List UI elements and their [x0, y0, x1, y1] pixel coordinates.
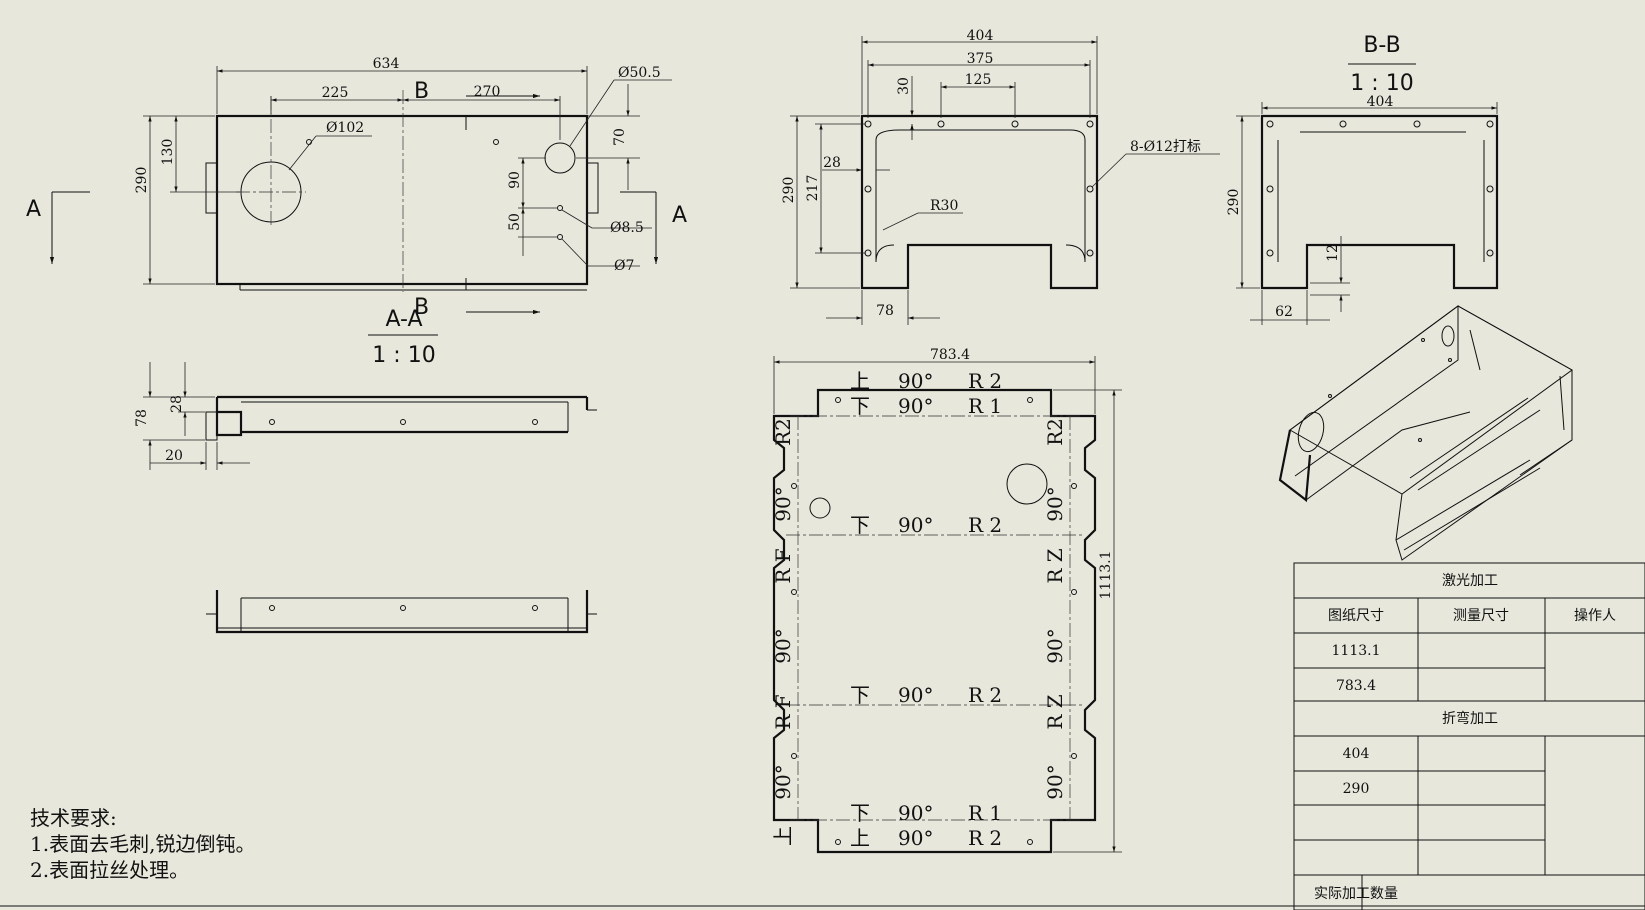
section-mark-b-top: B — [414, 79, 429, 104]
section-aa-scale: 1 : 10 — [372, 343, 435, 368]
flat-dim-width: 783.4 — [930, 347, 970, 363]
end-dim-290: 290 — [781, 177, 797, 204]
end-holes-note: 8-Ø12打标 — [1130, 138, 1201, 155]
top-hole-icon — [544, 142, 576, 174]
end-view: 404 375 125 30 290 217 28 78 — [781, 28, 1220, 325]
flat-side-up-left: 上 — [771, 826, 795, 846]
section-mark-a-right: A — [672, 203, 687, 228]
end-dim-28: 28 — [823, 155, 841, 171]
bend-top2-radius: R 1 — [968, 394, 1002, 418]
bend-bot2-angle: 90° — [898, 826, 933, 850]
bend-mid2-dir: 下 — [850, 683, 870, 707]
bend-top1-angle: 90° — [898, 369, 933, 393]
dim-phi102: Ø102 — [326, 120, 364, 136]
tech-note-2: 2.表面拉丝处理。 — [30, 858, 189, 882]
tech-notes: 技术要求: 1.表面去毛刺,锐边倒钝。 2.表面拉丝处理。 — [30, 806, 255, 882]
front-view: 634 225 270 290 130 Ø102 Ø50.5 70 — [26, 56, 687, 368]
dim-270: 270 — [474, 84, 501, 100]
flat-side-90-right-1: 90° — [1043, 486, 1067, 521]
bend-row-2: 290 — [1343, 781, 1370, 797]
tech-note-1: 1.表面去毛刺,锐边倒钝。 — [30, 832, 255, 856]
end-dim-404: 404 — [967, 28, 994, 44]
end-dim-125: 125 — [965, 72, 992, 88]
dim-phi85: Ø8.5 — [610, 220, 644, 236]
laser-row-2: 783.4 — [1336, 678, 1376, 694]
end-dim-375: 375 — [967, 51, 994, 67]
bend-bot1-angle: 90° — [898, 801, 933, 825]
bend-top2-angle: 90° — [898, 394, 933, 418]
section-bb-scale: 1 : 10 — [1350, 71, 1413, 96]
bend-top2-dir: 下 — [850, 394, 870, 418]
bottom-view — [206, 590, 597, 634]
side-view: 78 28 20 — [134, 362, 597, 470]
section-mark-b-bottom: B — [414, 295, 429, 320]
flat-dim-height: 1113.1 — [1098, 551, 1114, 600]
bend-mid2-angle: 90° — [898, 683, 933, 707]
section-aa-title: A-A — [385, 307, 422, 332]
bend-mid1-radius: R 2 — [968, 513, 1002, 537]
bend-mid1-angle: 90° — [898, 513, 933, 537]
section-bb: B-B 1 : 10 404 290 12 62 — [1226, 33, 1499, 325]
dim-phi7: Ø7 — [614, 258, 634, 274]
side-dim-20: 20 — [165, 448, 183, 464]
flat-side-rf-left: R F — [771, 548, 795, 583]
flat-side-90-right-3: 90° — [1043, 764, 1067, 799]
tech-notes-title: 技术要求: — [30, 806, 117, 830]
end-dim-30: 30 — [896, 77, 912, 95]
bend-header: 折弯加工 — [1442, 710, 1498, 727]
flat-side-rf-left-2: R F — [771, 694, 795, 729]
laser-row-1: 1113.1 — [1332, 643, 1381, 659]
col-operator: 操作人 — [1574, 608, 1616, 624]
actual-qty-label: 实际加工数量 — [1314, 886, 1398, 902]
dim-634: 634 — [373, 56, 400, 72]
process-table: 激光加工 图纸尺寸 测量尺寸 操作人 1113.1 783.4 折弯加工 404… — [1293, 562, 1645, 910]
end-dim-r30: R30 — [930, 198, 958, 214]
flat-side-90-right-2: 90° — [1043, 628, 1067, 663]
flat-side-rz-right-2: R Z — [1043, 694, 1067, 729]
flat-pattern: 783.4 1113.1 上 90° R 2 下 90° R 1 下 90° R… — [771, 347, 1122, 854]
flat-side-r2-right: R2 — [1043, 418, 1067, 446]
bend-top1-radius: R 2 — [968, 369, 1002, 393]
flat-side-rz-right: R Z — [1043, 548, 1067, 583]
col-drawing-size: 图纸尺寸 — [1328, 608, 1384, 624]
dim-90: 90 — [507, 171, 523, 189]
end-dim-217: 217 — [805, 175, 821, 202]
bend-top1-dir: 上 — [850, 369, 870, 393]
col-measured-size: 测量尺寸 — [1453, 608, 1509, 624]
flat-side-90-left-1: 90° — [771, 486, 795, 521]
bb-dim-290: 290 — [1226, 189, 1242, 216]
section-bb-title: B-B — [1363, 33, 1400, 58]
isometric-view — [1278, 305, 1573, 561]
dim-phi50: Ø50.5 — [618, 65, 661, 81]
bend-mid1-dir: 下 — [850, 513, 870, 537]
end-dim-78: 78 — [876, 303, 894, 319]
bend-bot1-dir: 下 — [850, 801, 870, 825]
side-dim-78: 78 — [134, 409, 150, 427]
dim-70: 70 — [612, 128, 628, 146]
flat-side-90-left-2: 90° — [771, 628, 795, 663]
dim-290: 290 — [134, 167, 150, 194]
bb-dim-404: 404 — [1367, 94, 1394, 110]
bend-bot2-dir: 上 — [850, 826, 870, 850]
bend-row-1: 404 — [1343, 746, 1370, 762]
bend-bot2-radius: R 2 — [968, 826, 1002, 850]
dim-50: 50 — [507, 213, 523, 231]
flat-side-r2-left: R2 — [771, 418, 795, 446]
laser-header: 激光加工 — [1442, 572, 1498, 589]
side-dim-28: 28 — [169, 395, 185, 413]
dim-225: 225 — [322, 85, 349, 101]
bend-mid2-radius: R 2 — [968, 683, 1002, 707]
bend-bot1-radius: R 1 — [968, 801, 1002, 825]
bb-dim-62: 62 — [1275, 304, 1293, 320]
flat-side-90-left-3: 90° — [771, 764, 795, 799]
section-mark-a-left: A — [26, 197, 41, 222]
bb-dim-12: 12 — [1325, 244, 1341, 262]
dim-130: 130 — [160, 139, 176, 166]
